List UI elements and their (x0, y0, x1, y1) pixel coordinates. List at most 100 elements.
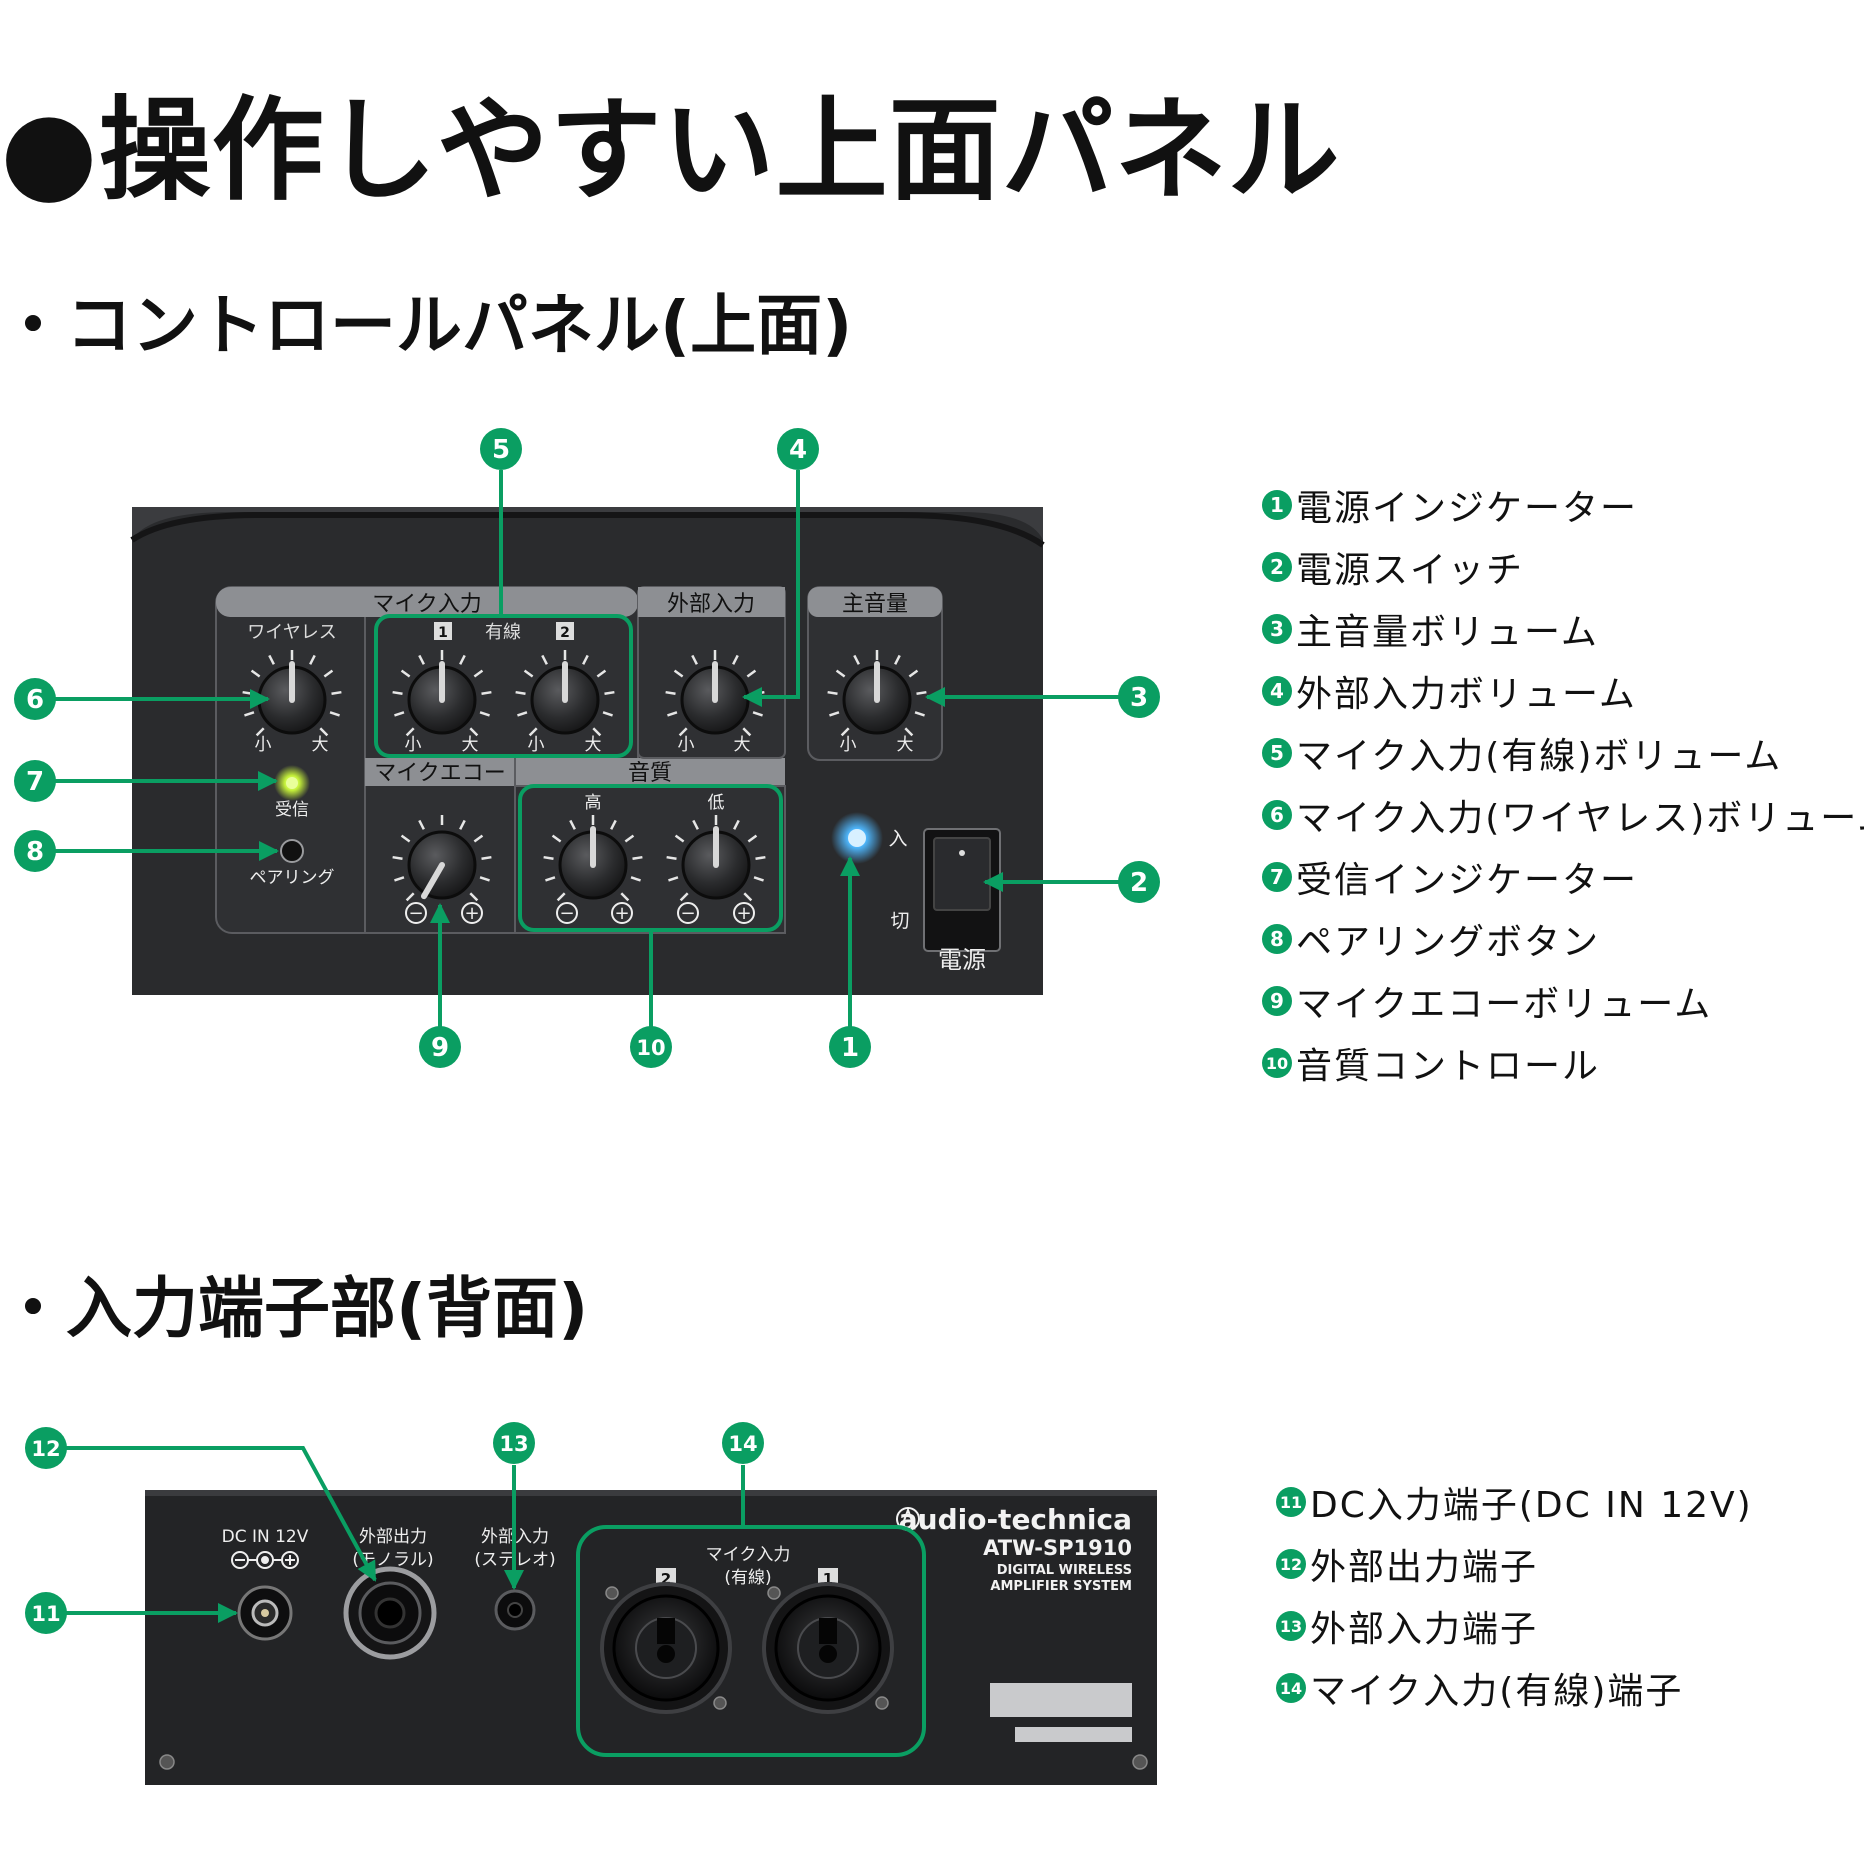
legend-number-badge: 14 (1276, 1673, 1306, 1703)
rating-label-plate (1015, 1727, 1132, 1742)
callout-5: 5 (492, 435, 510, 465)
label-ext-input: 外部入力 (667, 592, 755, 617)
label-xlr-ch1: 1 (823, 1570, 833, 1588)
tone-high-knob[interactable] (543, 815, 643, 902)
legend-number-badge: 2 (1262, 552, 1292, 582)
product-line-1: DIGITAL WIRELESS (997, 1563, 1132, 1578)
wired2-volume-knob[interactable] (515, 650, 615, 737)
mic-input-jack-1[interactable] (762, 1582, 894, 1714)
legend-text: マイク入力(ワイヤレス)ボリューム (1296, 798, 1864, 839)
label-high-minus: − (559, 903, 574, 924)
serial-label-plate (990, 1683, 1132, 1717)
label-high: 高 (585, 793, 602, 813)
callout-3: 3 (1130, 683, 1148, 713)
master-volume-knob[interactable] (827, 650, 927, 737)
legend-text: 音質コントロール (1296, 1046, 1601, 1087)
legend-number-badge: 8 (1262, 924, 1292, 954)
wireless-volume-knob[interactable] (242, 650, 342, 737)
legend-number-badge: 4 (1262, 676, 1292, 706)
label-wireless: ワイヤレス (247, 622, 336, 643)
label-tone: 音質 (628, 761, 672, 786)
page-title: ●操作しやすい上面パネル (0, 86, 1341, 216)
callout-6: 6 (26, 685, 44, 715)
label-power: 電源 (938, 946, 986, 974)
mic-echo-knob[interactable] (392, 815, 492, 902)
label-xlr-ch2: 2 (661, 1570, 671, 1588)
label-pairing: ペアリング (250, 868, 335, 888)
callout-9: 9 (431, 1033, 449, 1063)
control-panel-image: マイク入力 ワイヤレス 1 有線 2 マイクエコー 音質 外部入力 主音量 小 … (130, 507, 1045, 995)
legend-number-badge: 3 (1262, 614, 1292, 644)
callout-4: 4 (789, 435, 807, 465)
legend-number-badge: 9 (1262, 986, 1292, 1016)
label-mic-input: マイク入力 (372, 592, 482, 617)
label-wired: 有線 (485, 622, 521, 643)
callout-11: 11 (31, 1602, 60, 1626)
label-wired-ch2: 2 (560, 625, 570, 641)
legend-text: 電源スイッチ (1296, 550, 1525, 591)
label-wireless-small: 小 (255, 735, 272, 755)
highlight-mic-inputs (576, 1525, 926, 1757)
label-high-plus: + (614, 903, 629, 924)
label-wired-ch1: 1 (438, 625, 448, 641)
legend-text: マイク入力(有線)ボリューム (1296, 736, 1783, 777)
legend-text: 電源インジケーター (1296, 488, 1639, 529)
label-power-on: 入 (888, 828, 907, 850)
product-line-2: AMPLIFIER SYSTEM (990, 1579, 1132, 1594)
legend-text: 外部出力端子 (1310, 1547, 1539, 1588)
callout-13: 13 (499, 1432, 528, 1456)
label-master-volume: 主音量 (842, 592, 908, 617)
tone-low-knob[interactable] (666, 815, 766, 902)
callout-7: 7 (26, 767, 44, 797)
legend-text: マイクエコーボリューム (1296, 984, 1713, 1025)
legend-text: マイク入力(有線)端子 (1310, 1671, 1684, 1712)
label-ext-small: 小 (678, 735, 695, 755)
rear-panel-image: DC IN 12V 外部出力 (モノラル) 外部入力 (ステレオ) マイク入力 … (145, 1490, 1157, 1785)
mic-input-jack-2[interactable] (600, 1582, 732, 1714)
highlight-wired-knobs (374, 614, 633, 758)
legend-number-badge: 1 (1262, 490, 1292, 520)
label-wireless-large: 大 (312, 735, 329, 755)
label-wired2-small: 小 (528, 735, 545, 755)
callout-2: 2 (1130, 868, 1148, 898)
legend-text: 外部入力ボリューム (1296, 674, 1637, 715)
label-low-minus: − (680, 903, 695, 924)
label-wired1-large: 大 (462, 735, 479, 755)
label-low-plus: + (736, 903, 751, 924)
label-power-off: 切 (890, 910, 909, 932)
label-low: 低 (708, 793, 725, 813)
legend-number-badge: 13 (1276, 1611, 1306, 1641)
legend-text: 外部入力端子 (1310, 1609, 1539, 1650)
legend-number-badge: 11 (1276, 1487, 1306, 1517)
label-ext-output: 外部出力 (359, 1527, 427, 1547)
callout-10: 10 (636, 1036, 665, 1060)
label-dc-in: DC IN 12V (222, 1527, 309, 1547)
section-title-rear-panel: ・入力端子部(背面) (0, 1270, 589, 1347)
pairing-button[interactable] (280, 839, 304, 863)
legend-text: ペアリングボタン (1296, 922, 1601, 963)
dc-polarity-icon (231, 1551, 299, 1569)
callout-8: 8 (26, 837, 44, 867)
legend-text: DC入力端子(DC IN 12V) (1310, 1485, 1753, 1526)
wired1-volume-knob[interactable] (392, 650, 492, 737)
legend-number-badge: 5 (1262, 738, 1292, 768)
callout-14: 14 (728, 1432, 757, 1456)
legend-number-badge: 12 (1276, 1549, 1306, 1579)
callout-1: 1 (841, 1033, 859, 1063)
label-master-small: 小 (840, 735, 857, 755)
